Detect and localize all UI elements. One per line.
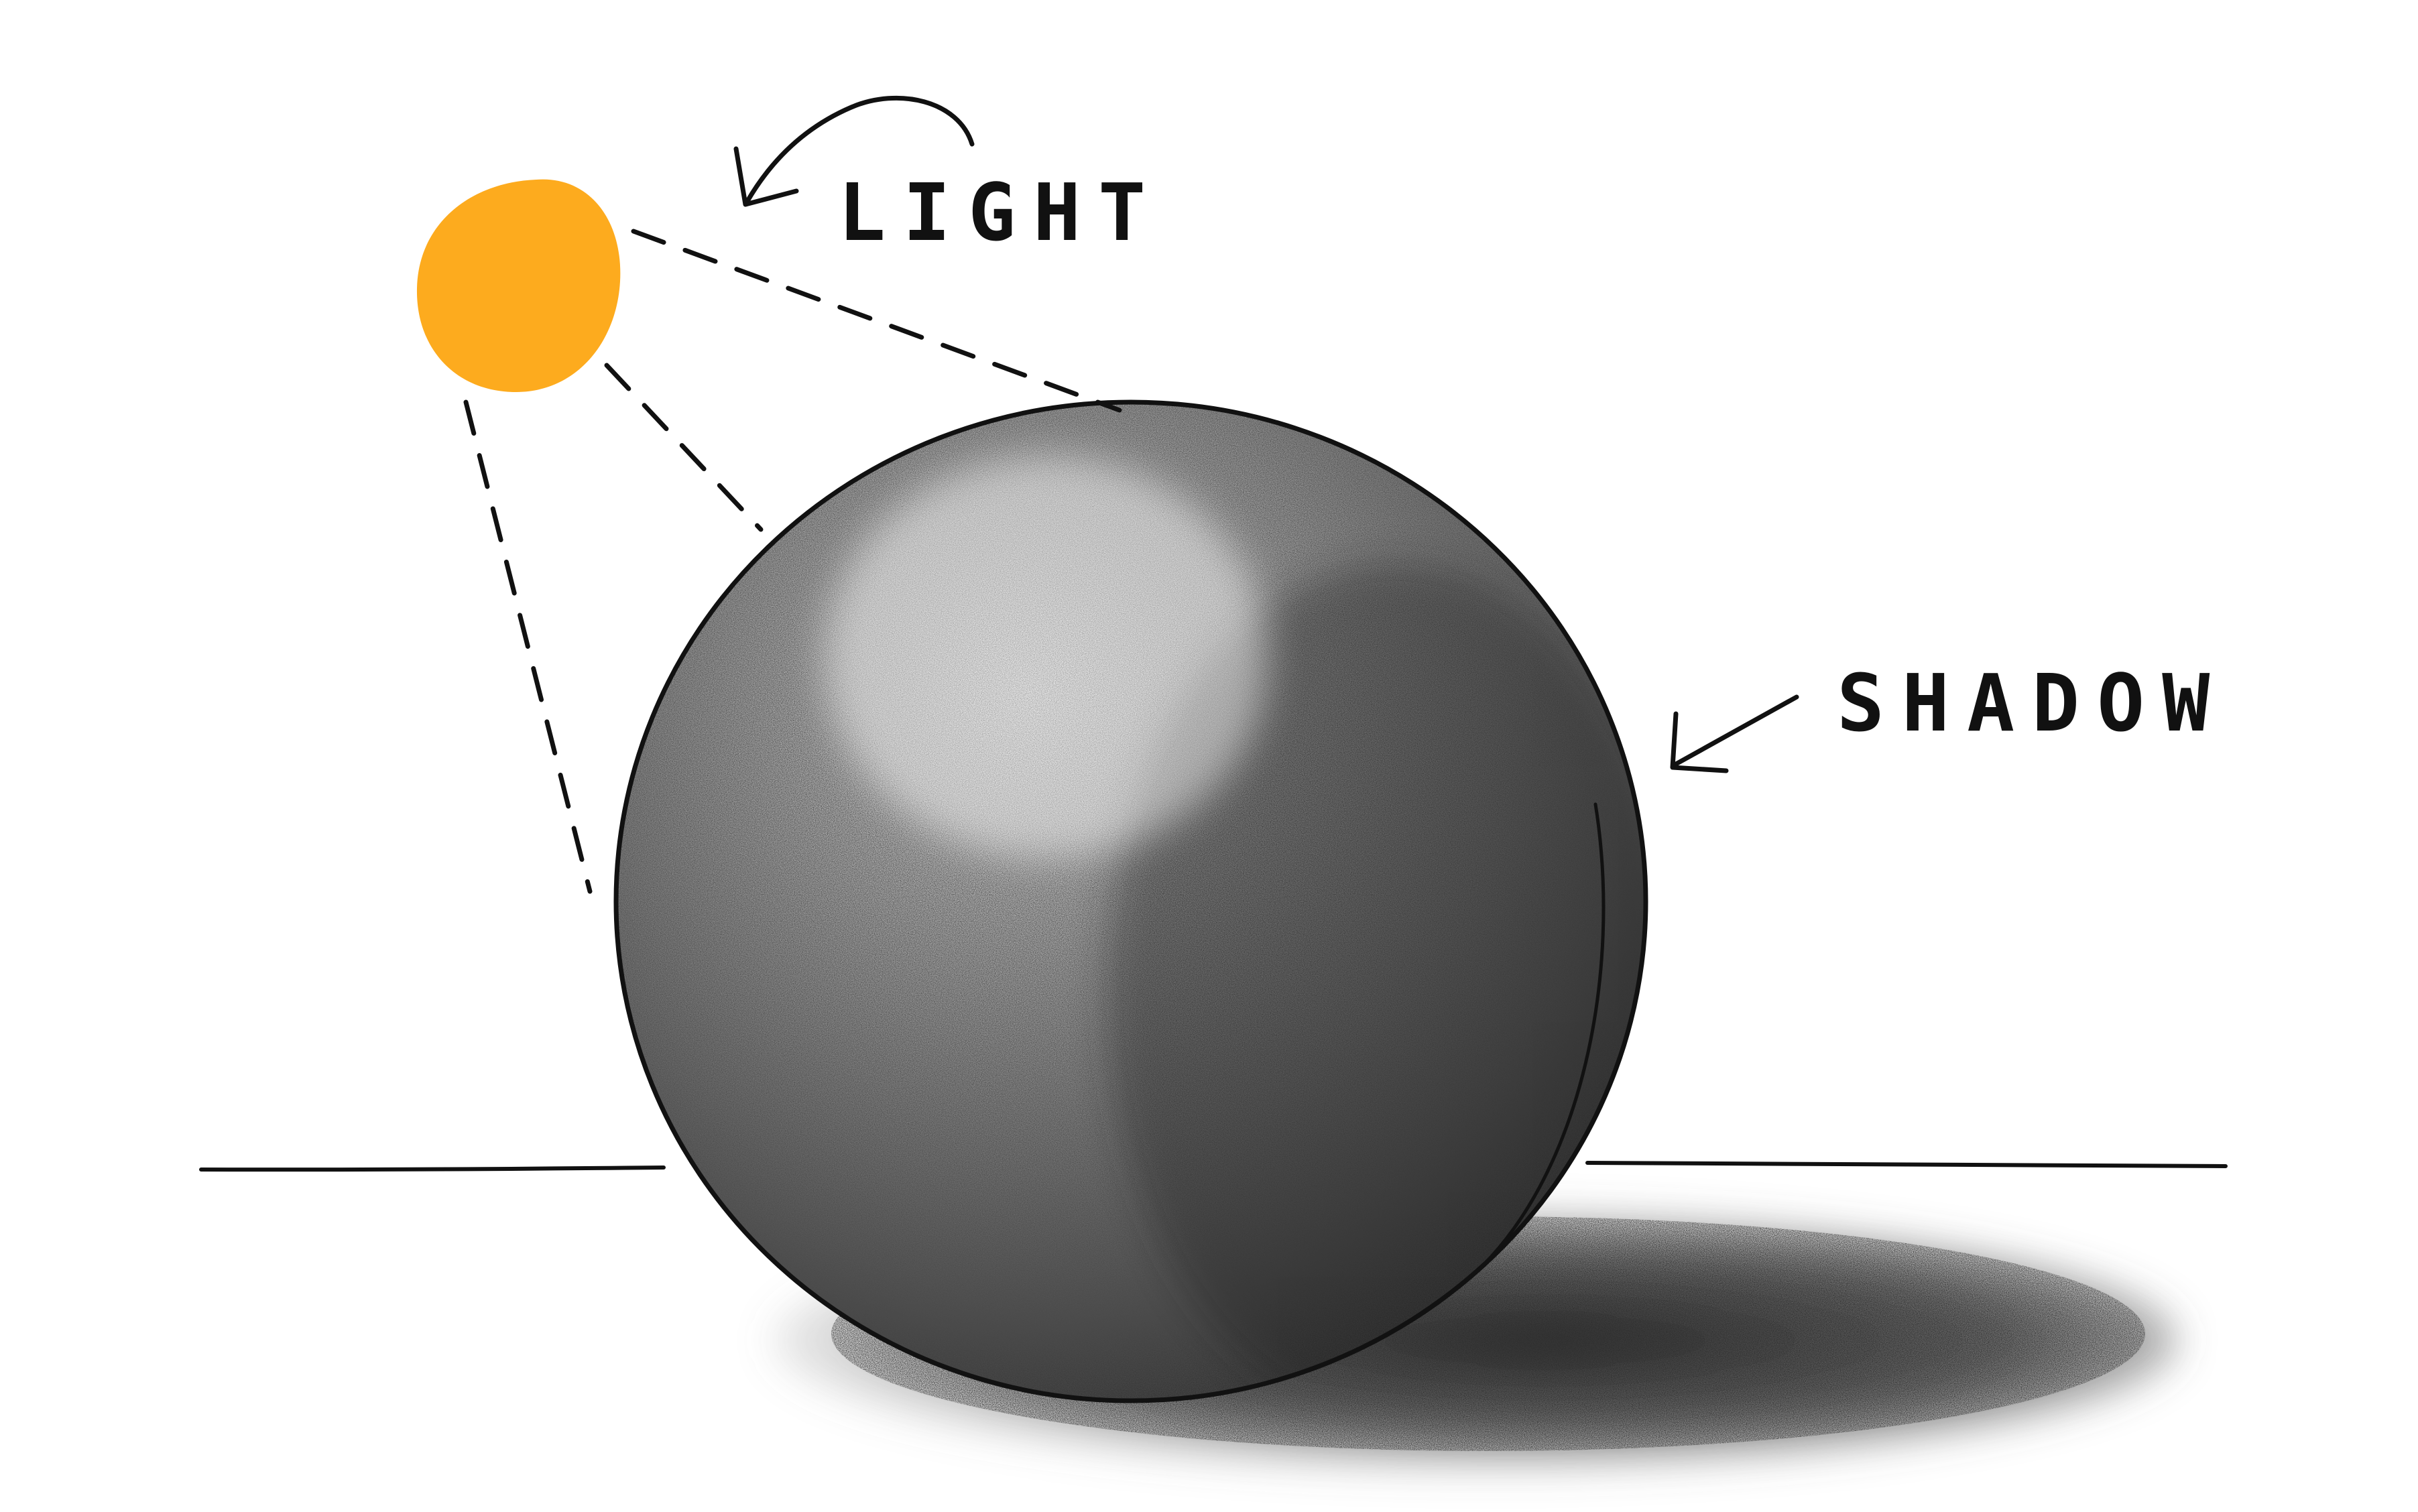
ground-line <box>199 1161 2228 1172</box>
shadow-label: SHADOW <box>1837 657 2227 749</box>
shaded-sphere <box>613 399 1648 1403</box>
light-annotation: LIGHT <box>733 95 1163 259</box>
light-rays <box>463 229 1122 894</box>
sphere-outline <box>613 399 1648 1403</box>
curved-arrow-icon <box>745 95 975 204</box>
light-ray-middle <box>604 363 764 532</box>
shadow-annotation: SHADOW <box>1670 657 2227 773</box>
light-ray-top <box>631 229 1122 413</box>
sun-disc-icon <box>416 179 621 392</box>
straight-arrow-icon <box>1673 694 1799 767</box>
light-source <box>416 179 621 392</box>
light-label: LIGHT <box>838 166 1163 259</box>
light-ray-bottom <box>463 399 593 894</box>
